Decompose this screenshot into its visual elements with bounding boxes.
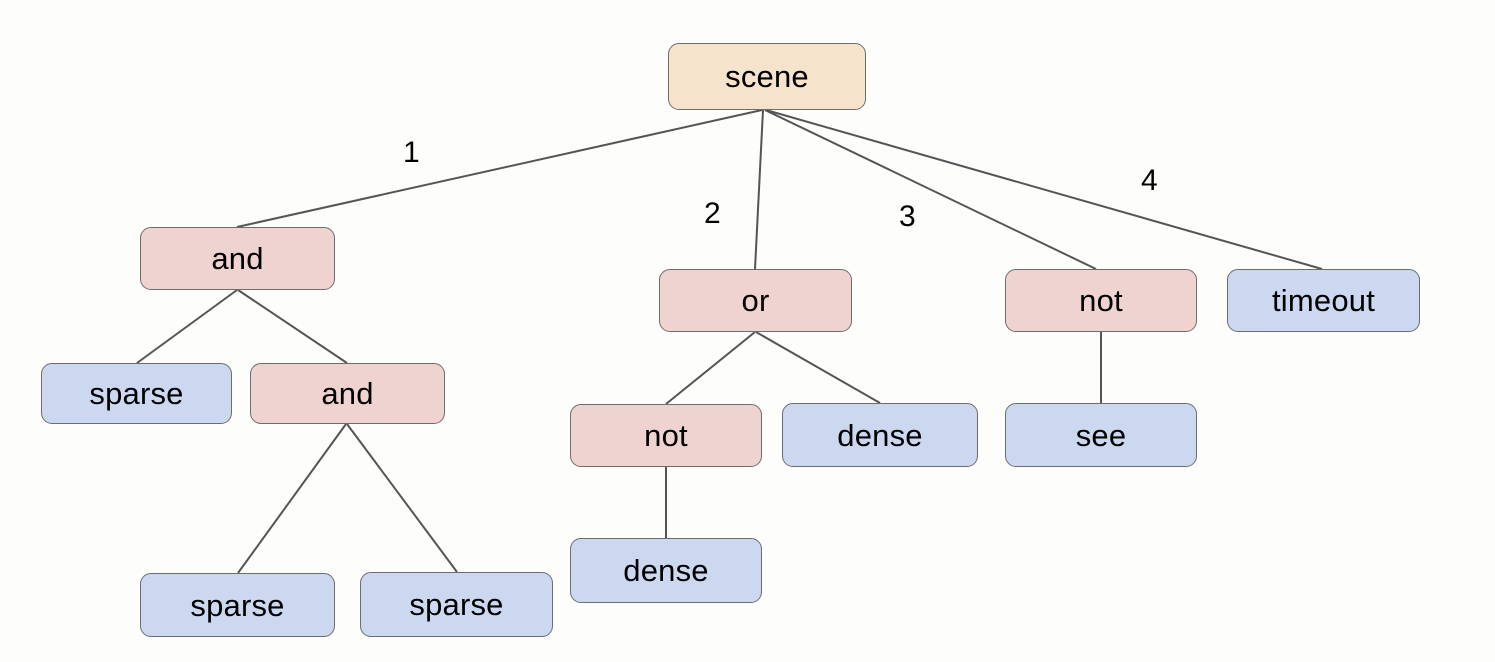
tree-node-see1[interactable]: see xyxy=(1005,403,1197,467)
tree-node-sparse3[interactable]: sparse xyxy=(360,572,553,637)
tree-node-label: or xyxy=(741,283,770,318)
tree-edge xyxy=(136,289,238,364)
edge-label-3: 3 xyxy=(899,200,916,233)
tree-edge xyxy=(755,331,881,404)
tree-edge xyxy=(346,423,458,573)
tree-node-sparse2[interactable]: sparse xyxy=(140,573,335,637)
tree-node-scene[interactable]: scene xyxy=(668,43,866,110)
edge-label-2: 2 xyxy=(704,197,721,230)
edge-label-1: 1 xyxy=(403,136,420,169)
tree-node-label: see xyxy=(1075,417,1127,453)
tree-node-and1[interactable]: and xyxy=(140,227,335,290)
tree-node-label: sparse xyxy=(89,376,184,411)
tree-node-not1[interactable]: not xyxy=(1005,269,1197,332)
tree-node-label: sparse xyxy=(190,587,285,623)
tree-edge xyxy=(754,109,764,270)
tree-node-label: scene xyxy=(725,59,809,94)
tree-node-label: not xyxy=(644,418,688,453)
tree-node-and2[interactable]: and xyxy=(250,363,445,424)
tree-node-label: dense xyxy=(623,553,709,588)
tree-node-label: and xyxy=(211,241,264,276)
tree-node-timeout1[interactable]: timeout xyxy=(1227,269,1420,332)
tree-node-label: timeout xyxy=(1271,283,1376,318)
tree-node-sparse1[interactable]: sparse xyxy=(41,363,232,424)
tree-node-label: dense xyxy=(837,417,923,453)
tree-node-label: sparse xyxy=(409,587,504,622)
tree-edge xyxy=(665,331,756,405)
tree-node-label: and xyxy=(321,376,374,411)
tree-node-dense2[interactable]: dense xyxy=(570,538,762,603)
tree-node-or1[interactable]: or xyxy=(659,269,852,332)
tree-edge xyxy=(236,109,763,228)
tree-node-label: not xyxy=(1079,283,1123,318)
tree-edge xyxy=(764,109,1097,270)
tree-node-dense1[interactable]: dense xyxy=(782,403,978,467)
edge-label-4: 4 xyxy=(1141,164,1158,197)
tree-edge xyxy=(237,423,347,574)
tree-edge xyxy=(237,289,348,364)
tree-node-not2[interactable]: not xyxy=(570,404,762,467)
tree-edge xyxy=(765,109,1323,270)
